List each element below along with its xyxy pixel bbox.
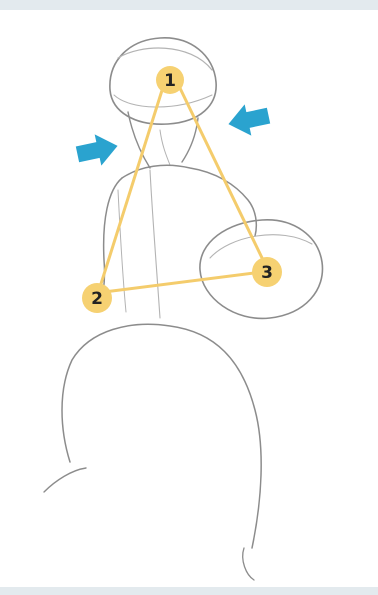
marker-2: 2 bbox=[82, 283, 112, 313]
head-sketch-overlay bbox=[118, 48, 212, 70]
marker-1: 1 bbox=[156, 66, 184, 94]
guide-line-2-3 bbox=[104, 272, 262, 292]
marker-2-label: 2 bbox=[91, 289, 103, 309]
pencil-sketch bbox=[44, 38, 322, 580]
marker-3: 3 bbox=[252, 257, 282, 287]
leg-sketch bbox=[62, 324, 261, 548]
guide-line-1-3 bbox=[178, 84, 264, 262]
frame-bottom-bar bbox=[0, 587, 378, 595]
guide-line-1-2 bbox=[100, 84, 164, 287]
marker-3-label: 3 bbox=[261, 263, 273, 283]
right-pointing-arrow-icon bbox=[74, 130, 121, 170]
left-pointing-arrow-icon bbox=[225, 100, 272, 140]
marker-1-label: 1 bbox=[164, 71, 176, 91]
